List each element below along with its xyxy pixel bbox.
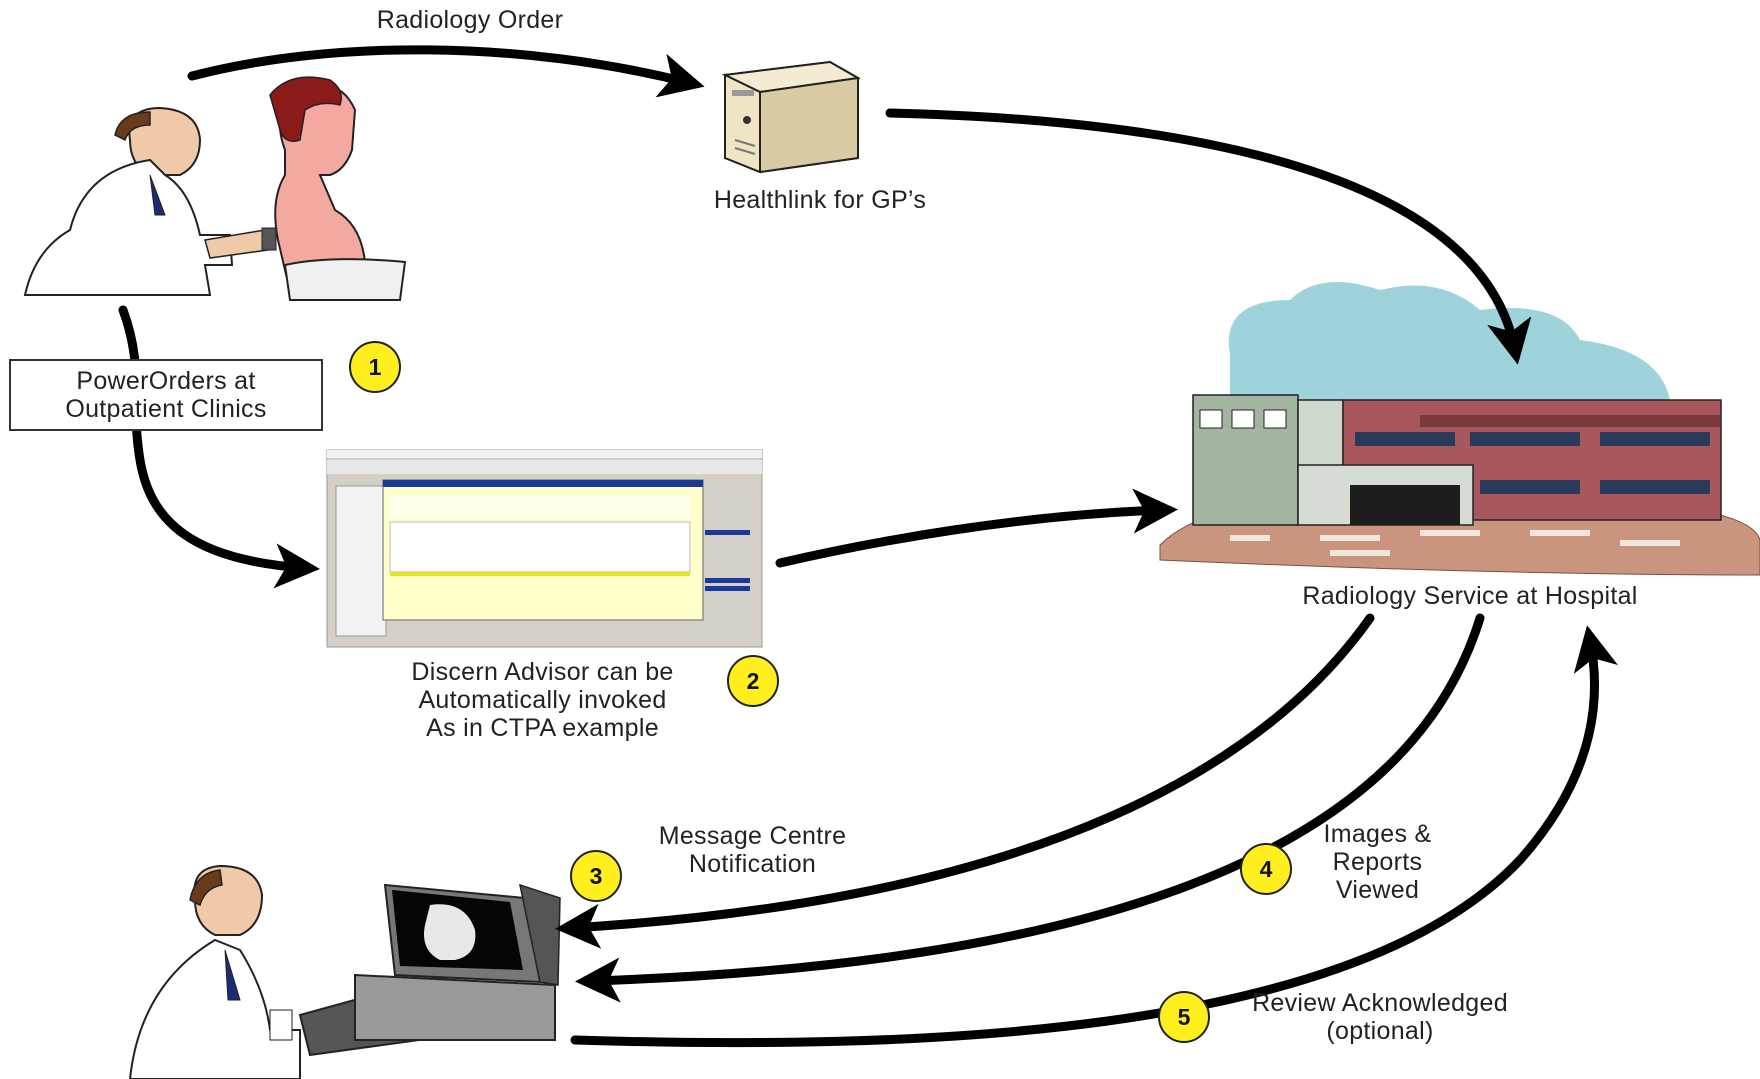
healthlink-label: Healthlink for GP’s — [680, 186, 960, 214]
powerorders-line-2: Outpatient Clinics — [65, 395, 267, 423]
powerorders-box: PowerOrders at Outpatient Clinics — [9, 359, 323, 431]
step-badge-1: 1 — [349, 341, 401, 393]
arrow-review-to-hospital — [570, 625, 1618, 1048]
arrow-doctor-to-powerorders — [118, 305, 320, 589]
doctor-examining-patient-illustration — [23, 76, 407, 301]
healthlink-text: Healthlink for GP’s — [713, 186, 927, 214]
step-badge-3: 3 — [570, 850, 622, 902]
message-centre-line-2: Notification — [688, 850, 817, 878]
message-centre-label: Message Centre Notification — [615, 822, 890, 878]
review-line-2: (optional) — [1326, 1017, 1434, 1045]
step-badge-4: 4 — [1240, 843, 1292, 895]
radiology-service-label: Radiology Service at Hospital — [1240, 582, 1700, 610]
discern-line-3: As in CTPA example — [426, 714, 659, 742]
images-line-1: Images & — [1323, 820, 1432, 848]
radiology-service-text: Radiology Service at Hospital — [1302, 582, 1638, 610]
arrow-order-to-healthlink — [187, 45, 705, 98]
powerorders-screenshot-thumbnail — [326, 449, 763, 648]
discern-line-2: Automatically invoked — [418, 686, 667, 714]
discern-advisor-label: Discern Advisor can be Automatically inv… — [370, 658, 715, 742]
arrow-powerorders-to-hospital — [775, 488, 1178, 568]
arrow-hospital-to-message-centre — [555, 613, 1375, 949]
hospital-building-illustration — [1159, 282, 1760, 576]
images-line-2: Reports — [1332, 848, 1423, 876]
step-badge-2: 2 — [727, 655, 779, 707]
arrow-hospital-to-images-viewed — [575, 613, 1485, 1003]
review-acknowledged-label: Review Acknowledged (optional) — [1215, 989, 1545, 1045]
message-centre-line-1: Message Centre — [658, 822, 847, 850]
powerorders-line-1: PowerOrders at — [76, 367, 256, 395]
discern-line-1: Discern Advisor can be — [411, 658, 674, 686]
arrow-healthlink-to-hospital — [885, 108, 1532, 365]
images-reports-label: Images & Reports Viewed — [1290, 820, 1465, 904]
doctor-at-computer-illustration — [128, 864, 561, 1079]
step-badge-5: 5 — [1158, 991, 1210, 1043]
server-icon — [721, 60, 862, 174]
radiology-order-label: Radiology Order — [330, 6, 610, 34]
images-line-3: Viewed — [1335, 876, 1420, 904]
review-line-1: Review Acknowledged — [1252, 989, 1508, 1017]
radiology-order-text: Radiology Order — [376, 6, 564, 34]
